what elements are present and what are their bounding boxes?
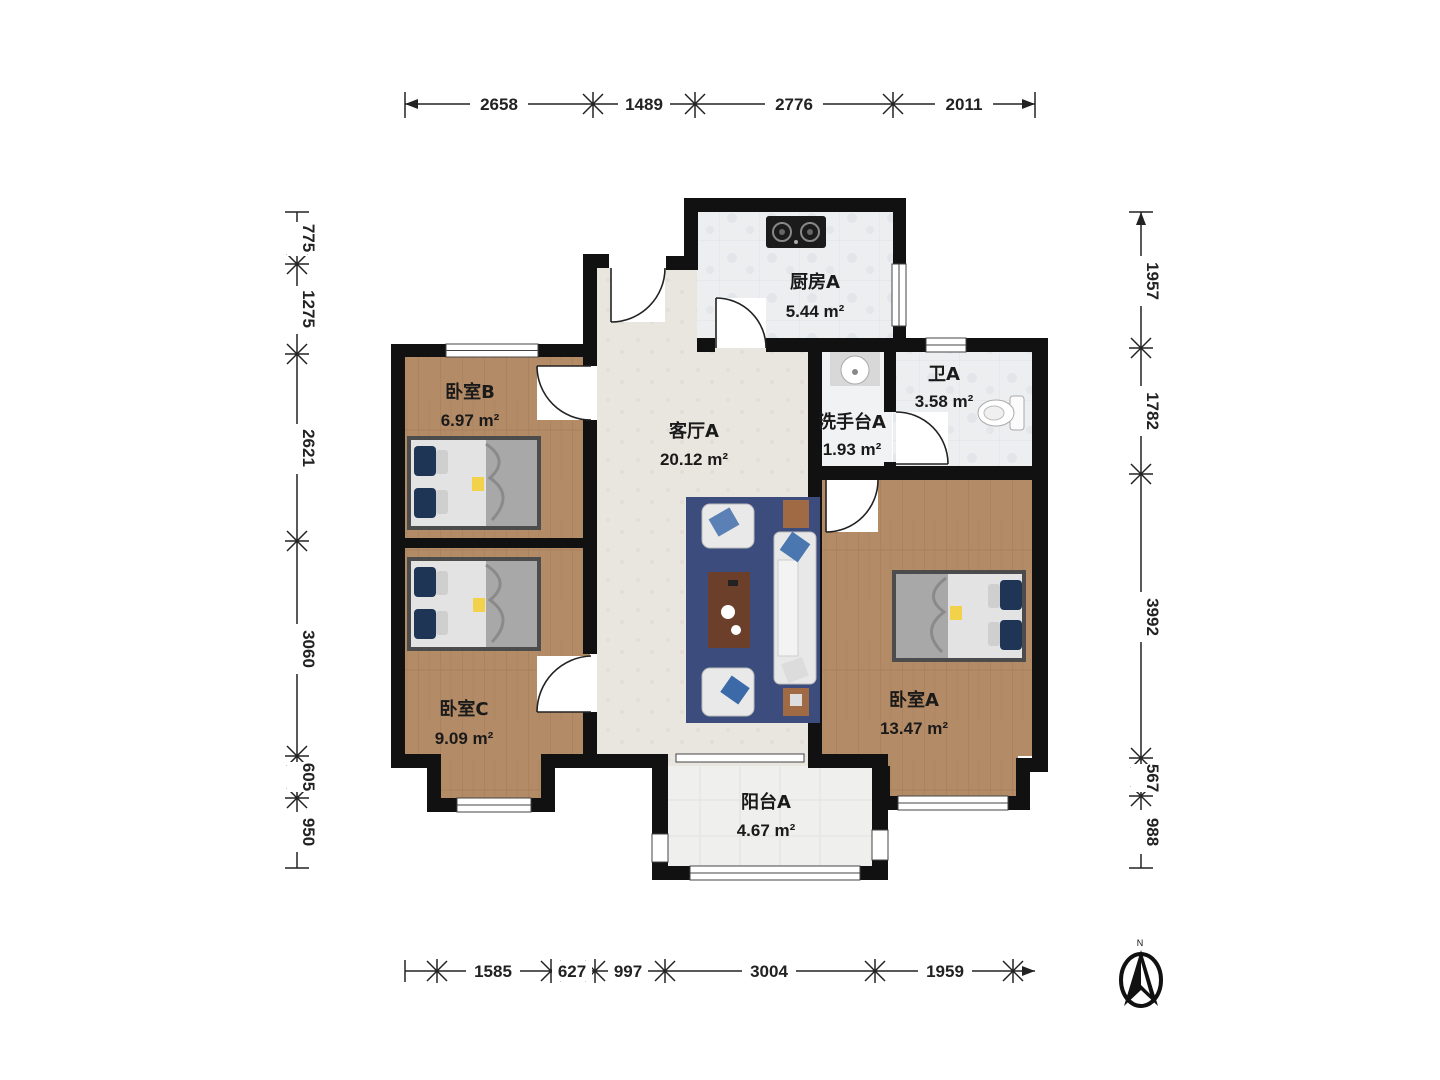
dim-left-2: 1275 (299, 290, 318, 328)
dim-top-4: 2011 (946, 95, 983, 114)
stove-icon (766, 216, 826, 248)
doors (536, 267, 949, 713)
dim-top-2: 1489 (625, 95, 663, 114)
room-area-bedroom-b: 6.97 m² (441, 411, 500, 430)
armchair-icon (701, 503, 755, 549)
room-name-kitchen: 厨房A (790, 271, 840, 293)
dim-right-5: 988 (1143, 818, 1162, 846)
sofa-icon (773, 531, 817, 685)
room-area-bath: 3.58 m² (915, 392, 974, 411)
dim-right-2: 1782 (1143, 392, 1162, 430)
dim-left-6: 950 (299, 818, 318, 846)
room-name-wash: 洗手台A (818, 411, 886, 433)
toilet-icon (977, 395, 1025, 431)
door-bedroom-a (825, 479, 879, 533)
armchair-icon (701, 667, 755, 717)
dim-bottom-5: 1959 (926, 962, 964, 981)
windows (445, 263, 1009, 881)
dim-left-1: 775 (299, 224, 318, 252)
dimension-line-bottom: 1585 627 997 3004 1959 (404, 959, 1035, 983)
bed-icon (407, 557, 541, 651)
room-labels: 厨房A 5.44 m² 卫A 3.58 m² 洗手台A 1.93 m² 客厅A … (435, 271, 974, 840)
dim-bottom-3: 997 (614, 962, 642, 981)
room-name-bedroom-a: 卧室A (889, 689, 939, 711)
wash-basin-icon (830, 352, 880, 386)
door-bath (895, 411, 949, 465)
room-name-bedroom-b: 卧室B (445, 381, 495, 403)
dimension-line-left: 775 1275 2621 3060 605 950 (285, 211, 318, 869)
dim-left-4: 3060 (299, 630, 318, 668)
door-bedroom-b (536, 365, 592, 421)
room-area-kitchen: 5.44 m² (786, 302, 845, 321)
dim-bottom-2: 627 (558, 962, 586, 981)
room-name-living: 客厅A (669, 420, 719, 442)
bed-icon (407, 436, 541, 530)
coffee-table-icon (708, 572, 750, 648)
dim-right-1: 1957 (1143, 262, 1162, 300)
dim-right-4: 567 (1143, 764, 1162, 792)
balcony-floor (666, 766, 874, 870)
room-area-wash: 1.93 m² (823, 440, 882, 459)
dim-top-1: 2658 (480, 95, 518, 114)
north-arrow-icon: N (1119, 938, 1163, 1008)
dim-bottom-4: 3004 (750, 962, 788, 981)
bed-icon (892, 570, 1026, 662)
dimension-line-top: 2658 1489 2776 2011 (404, 92, 1036, 118)
dim-right-3: 3992 (1143, 598, 1162, 636)
furniture (407, 216, 1026, 723)
room-name-balcony: 阳台A (741, 791, 791, 813)
room-area-bedroom-c: 9.09 m² (435, 729, 494, 748)
dim-top-3: 2776 (775, 95, 813, 114)
door-entrance (610, 267, 666, 323)
room-area-living: 20.12 m² (660, 450, 728, 469)
dim-left-5: 605 (299, 763, 318, 791)
sliding-door-balcony (675, 753, 805, 763)
dim-bottom-1: 1585 (474, 962, 512, 981)
room-name-bedroom-c: 卧室C (439, 698, 488, 720)
room-area-bedroom-a: 13.47 m² (880, 719, 948, 738)
room-name-bath: 卫A (928, 364, 960, 385)
door-kitchen (715, 297, 767, 349)
door-bedroom-c (536, 655, 592, 713)
dim-left-3: 2621 (299, 429, 318, 467)
room-area-balcony: 4.67 m² (737, 821, 796, 840)
side-table-icon (783, 500, 809, 528)
dimension-line-right: 1957 1782 3992 567 988 (1129, 211, 1162, 869)
compass-label: N (1137, 938, 1144, 948)
